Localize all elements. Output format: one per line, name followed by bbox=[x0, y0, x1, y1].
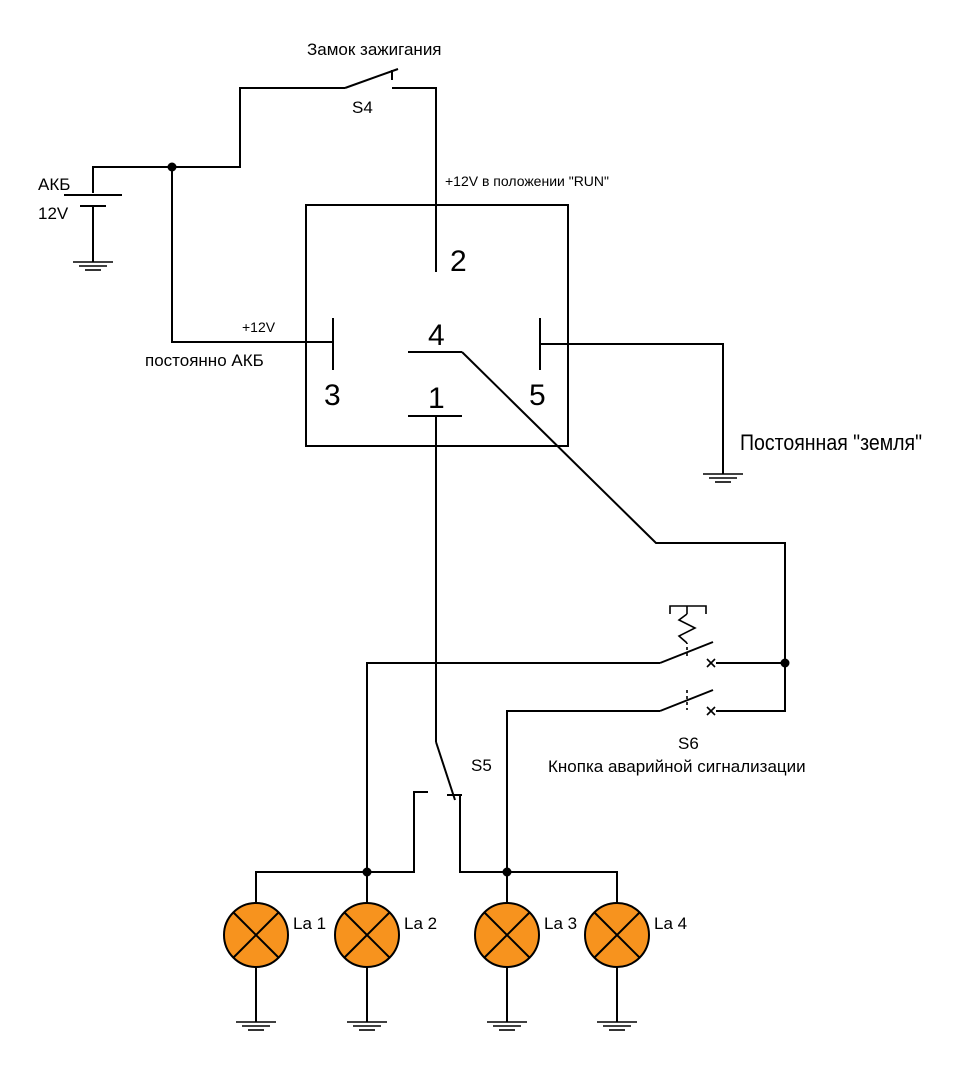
s4-label: S4 bbox=[352, 98, 373, 117]
permanent-ground-symbol bbox=[703, 473, 743, 483]
hazard-junction-dot bbox=[780, 658, 790, 668]
s6-label: S6 bbox=[678, 734, 699, 753]
permanent-ground-label: Постоянная "земля" bbox=[740, 430, 922, 455]
left-bus-junction-dot bbox=[362, 867, 372, 877]
battery-symbol bbox=[64, 166, 172, 262]
run-note-label: +12V в положении "RUN" bbox=[445, 173, 609, 189]
relay-pin-3-label: 3 bbox=[324, 379, 341, 412]
relay-pin-4-label: 4 bbox=[428, 319, 445, 352]
always-battery-label: постоянно АКБ bbox=[145, 351, 264, 370]
plus12v-label: +12V bbox=[242, 319, 276, 335]
s5-label: S5 bbox=[471, 756, 492, 775]
pin5-to-ground-wire bbox=[540, 343, 724, 474]
hazard-button-label: Кнопка аварийной сигнализации bbox=[548, 757, 806, 776]
battery-voltage-label: 12V bbox=[38, 204, 69, 223]
right-lamp-bus bbox=[506, 871, 618, 903]
lamp-la1: La 1 bbox=[223, 902, 326, 1031]
relay-pin-5-label: 5 bbox=[529, 379, 546, 412]
battery-label: АКБ bbox=[38, 175, 70, 194]
pin4-to-hazard-wire bbox=[461, 351, 786, 663]
left-lamp-bus bbox=[255, 871, 368, 903]
ignition-switch-s4 bbox=[172, 68, 437, 272]
lamp-la4: La 4 bbox=[584, 902, 687, 1031]
lamp-label-la1: La 1 bbox=[293, 914, 326, 933]
battery-ground-symbol bbox=[73, 261, 113, 271]
lamp-label-la3: La 3 bbox=[544, 914, 577, 933]
relay-pin-1-label: 1 bbox=[428, 382, 445, 415]
turn-switch-s5 bbox=[367, 416, 507, 873]
ignition-lock-label: Замок зажигания bbox=[307, 40, 442, 59]
lamp-label-la2: La 2 bbox=[404, 914, 437, 933]
lamp-label-la4: La 4 bbox=[654, 914, 687, 933]
relay-pin-2-label: 2 bbox=[450, 245, 467, 278]
hazard-switch-s6 bbox=[366, 605, 786, 872]
lamp-la3: La 3 bbox=[474, 902, 577, 1031]
lamp-la2: La 2 bbox=[334, 902, 437, 1031]
lamps: La 1 La 2 La 3 La 4 bbox=[223, 902, 687, 1031]
battery-to-pin3-wire bbox=[171, 167, 333, 343]
right-bus-junction-dot bbox=[502, 867, 512, 877]
